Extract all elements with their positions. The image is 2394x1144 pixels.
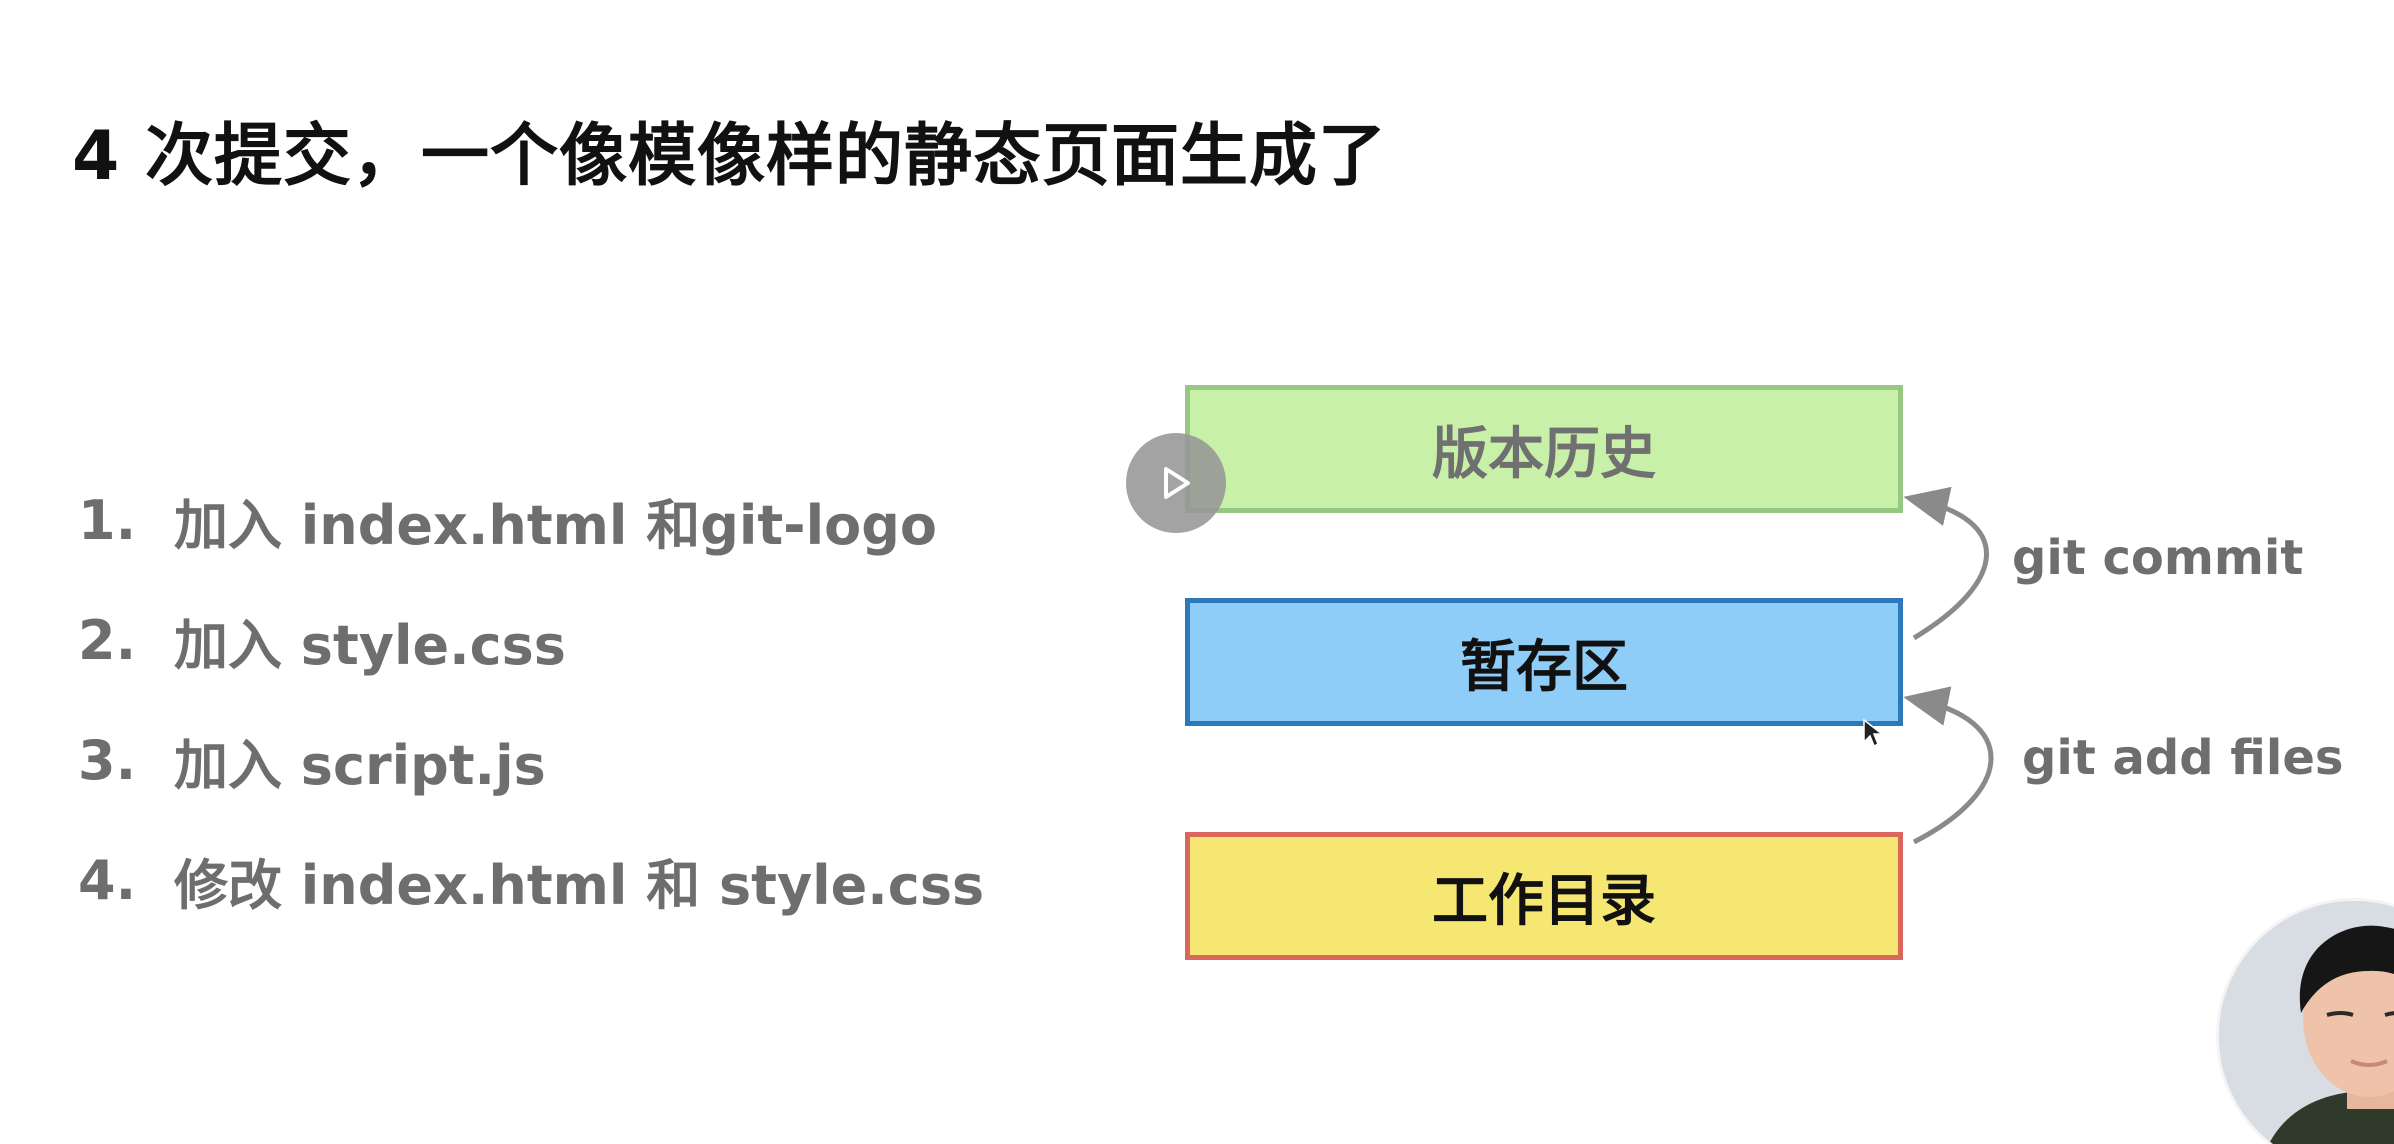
list-item: 1. 加入 index.html 和git-logo — [78, 460, 984, 580]
step-text: 加入 style.css — [174, 613, 566, 677]
list-item: 3. 加入 script.js — [78, 700, 984, 820]
commit-arrow — [1903, 486, 1989, 641]
staging-area-box: 暂存区 — [1185, 598, 1903, 726]
version-history-box: 版本历史 — [1185, 385, 1903, 513]
mouse-cursor-icon — [1863, 718, 1884, 748]
git-add-label: git add files — [2022, 730, 2344, 786]
step-text: 加入 script.js — [174, 733, 546, 797]
add-arrow — [1903, 686, 1994, 845]
list-item: 2. 加入 style.css — [78, 580, 984, 700]
git-commit-label: git commit — [2012, 530, 2304, 586]
working-directory-box: 工作目录 — [1185, 832, 1903, 960]
step-text: 修改 index.html 和 style.css — [174, 853, 985, 917]
step-number: 3. — [78, 728, 137, 792]
steps-list: 1. 加入 index.html 和git-logo 2. 加入 style.c… — [78, 460, 984, 940]
presenter-avatar — [2219, 901, 2394, 1144]
step-number: 2. — [78, 608, 137, 672]
step-number: 1. — [78, 488, 137, 552]
play-icon — [1164, 467, 1190, 499]
list-item: 4. 修改 index.html 和 style.css — [78, 820, 984, 940]
play-button[interactable] — [1126, 433, 1226, 533]
step-text: 加入 index.html 和git-logo — [174, 493, 937, 557]
page-title: 4 次提交，一个像模像样的静态页面生成了 — [72, 117, 1387, 196]
step-number: 4. — [78, 848, 137, 912]
avatar — [2216, 898, 2394, 1144]
